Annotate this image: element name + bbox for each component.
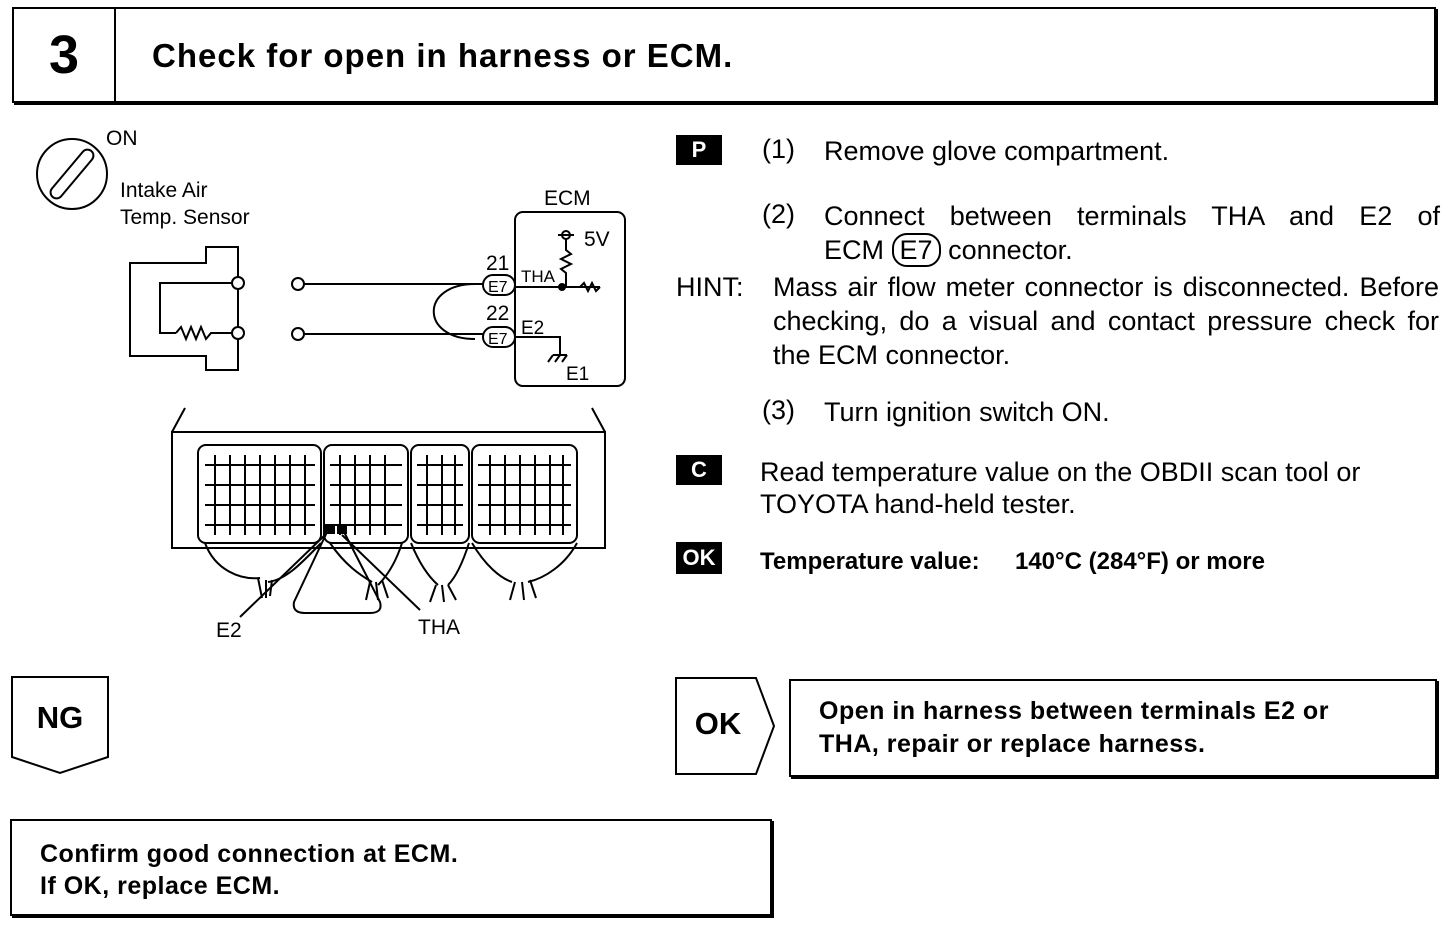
ok-result-line2: THA, repair or replace harness. [819, 730, 1206, 758]
check-tag-c: C [676, 455, 722, 485]
ok-label: OK [694, 706, 742, 741]
connector-e7-bottom: E7 [488, 331, 508, 348]
connector-e7-top: E7 [488, 279, 508, 296]
step-number: 3 [14, 9, 116, 101]
ng-result-line1: Confirm good connection at ECM. [40, 840, 459, 868]
ok-criterion: Temperature value: 140°C (284°F) or more [760, 548, 1265, 576]
step3-text: Turn ignition switch ON. [824, 397, 1110, 427]
step2-line1: Connect between terminals THA and E2 of [824, 201, 1440, 231]
ng-result-line2: If OK, replace ECM. [40, 872, 281, 900]
bottom-e2-label: E2 [216, 619, 242, 642]
step1-text: Remove glove compartment. [824, 136, 1170, 166]
ok-result-box: Open in harness between terminals E2 or … [789, 679, 1437, 777]
ng-arrow [11, 676, 109, 775]
wiring-diagram: ON Intake Air Temp. Sensor ECM 5V 21 22 … [36, 127, 626, 642]
tha-terminal-label: THA [521, 267, 556, 286]
step3-number: (3) [762, 395, 795, 425]
ng-label: NG [36, 700, 84, 735]
ok-result-line1: Open in harness between terminals E2 or [819, 697, 1329, 725]
step2-connector-word: connector. [948, 235, 1073, 265]
sensor-label-line2: Temp. Sensor [120, 206, 250, 229]
step2-line2: ECM E7 connector. [824, 233, 1073, 267]
ecm-label: ECM [544, 187, 591, 210]
ok-arrow [675, 677, 776, 775]
step2-connector-badge: E7 [891, 233, 941, 267]
hint-label: HINT: [676, 272, 744, 302]
e2-terminal-label: E2 [521, 318, 544, 339]
check-line1: Read temperature value on the OBDII scan… [760, 457, 1361, 487]
pin-tha-number: 21 [486, 252, 509, 275]
check-line2: TOYOTA hand-held tester. [760, 489, 1076, 519]
intake-air-temp-sensor [129, 246, 483, 371]
hint-text: Mass air flow meter connector is disconn… [773, 272, 1439, 370]
bottom-tha-label: THA [418, 616, 460, 639]
step2-number: (2) [762, 199, 795, 229]
pin-e2-number: 22 [486, 302, 509, 325]
ignition-on-label: ON [106, 127, 138, 150]
ng-result-box: Confirm good connection at ECM. If OK, r… [10, 819, 772, 916]
step-header: 3 Check for open in harness or ECM. [12, 7, 1436, 103]
ecm-connector-illustration [171, 407, 606, 618]
sensor-label-line1: Intake Air [120, 179, 208, 202]
ignition-switch-icon [36, 138, 108, 210]
procedure-tag-p: P [676, 135, 722, 165]
ok-criterion-value: 140°C (284°F) or more [1014, 548, 1265, 575]
step1-number: (1) [762, 134, 795, 164]
step2-ecm: ECM [824, 235, 884, 265]
e1-terminal-label: E1 [566, 364, 589, 385]
ecm-box [514, 211, 626, 387]
ok-tag: OK [676, 542, 722, 574]
voltage-label: 5V [584, 228, 610, 251]
step-title: Check for open in harness or ECM. [152, 37, 734, 74]
ok-criterion-label: Temperature value: [760, 548, 980, 575]
